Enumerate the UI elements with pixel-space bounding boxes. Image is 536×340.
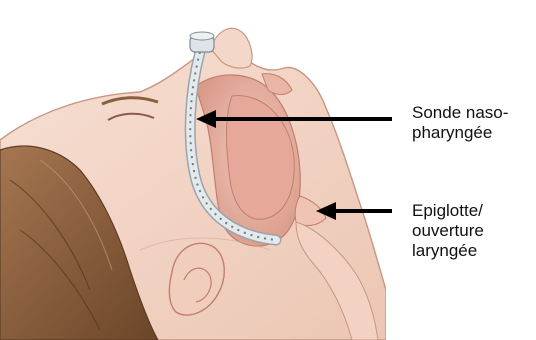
label-epiglottis-laryngeal-opening: Epiglotte/ ouverture laryngée	[412, 201, 484, 261]
tube-flange	[190, 32, 214, 52]
label-nasopharyngeal-tube: Sonde naso- pharyngée	[412, 103, 508, 143]
medical-illustration	[0, 0, 386, 340]
